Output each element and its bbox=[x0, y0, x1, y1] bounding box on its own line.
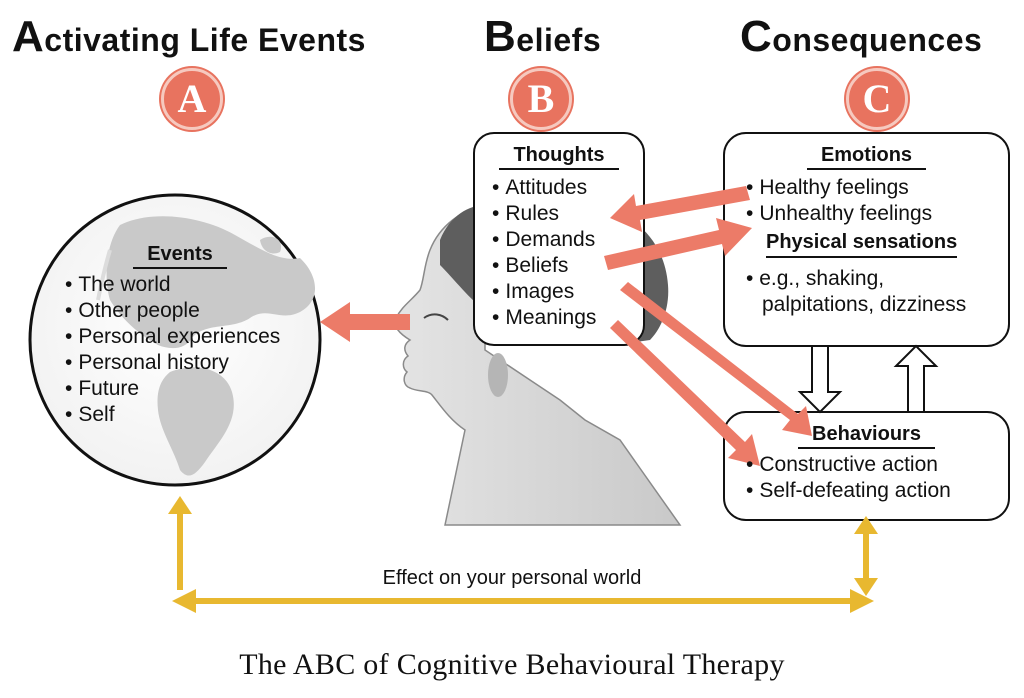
hollow-arrow-down bbox=[797, 345, 843, 414]
thoughts-title: Thoughts bbox=[476, 144, 642, 170]
letter-a-badge: A bbox=[161, 68, 223, 130]
behaviours-item: Self-defeating action bbox=[746, 478, 1007, 504]
thoughts-item: Images bbox=[492, 279, 642, 305]
thoughts-item: Meanings bbox=[492, 305, 642, 331]
thoughts-item: Attitudes bbox=[492, 175, 642, 201]
hollow-arrow-up bbox=[893, 344, 939, 413]
behaviours-item: Constructive action bbox=[746, 452, 1007, 478]
events-item: Personal experiences bbox=[65, 324, 320, 350]
events-panel: Events The world Other people Personal e… bbox=[40, 243, 320, 428]
emotions-list: Healthy feelings Unhealthy feelings bbox=[746, 175, 1007, 227]
thoughts-item: Demands bbox=[492, 227, 642, 253]
physical-sensations-title: Physical sensations bbox=[766, 231, 1007, 258]
emotions-title: Emotions bbox=[726, 144, 1007, 170]
belief-arrows bbox=[320, 186, 812, 466]
physical-sensations-text: • e.g., shaking, palpitations, dizziness bbox=[746, 267, 967, 316]
thoughts-item: Beliefs bbox=[492, 253, 642, 279]
emotions-item: Healthy feelings bbox=[746, 175, 1007, 201]
thoughts-box: Thoughts Attitudes Rules Demands Beliefs… bbox=[476, 134, 642, 331]
header-beliefs: Beliefs bbox=[484, 12, 602, 61]
header-activating-events: Activating Life Events bbox=[12, 12, 366, 61]
letter-c-badge: C bbox=[846, 68, 908, 130]
thoughts-item: Rules bbox=[492, 201, 642, 227]
events-item: Personal history bbox=[65, 350, 320, 376]
events-item: The world bbox=[65, 272, 320, 298]
behaviours-title: Behaviours bbox=[726, 423, 1007, 449]
events-item: Other people bbox=[65, 298, 320, 324]
letter-b-badge: B bbox=[510, 68, 572, 130]
events-list: The world Other people Personal experien… bbox=[65, 272, 320, 428]
effect-arrows bbox=[168, 496, 878, 613]
emotions-item: Unhealthy feelings bbox=[746, 201, 1007, 227]
emotions-box: Emotions Healthy feelings Unhealthy feel… bbox=[726, 134, 1007, 318]
behaviours-box: Behaviours Constructive action Self-defe… bbox=[726, 413, 1007, 504]
diagram-caption: The ABC of Cognitive Behavioural Therapy bbox=[239, 648, 785, 681]
effect-label: Effect on your personal world bbox=[382, 567, 642, 589]
events-item: Future bbox=[65, 376, 320, 402]
header-consequences: Consequences bbox=[740, 12, 983, 61]
events-item: Self bbox=[65, 402, 320, 428]
thoughts-list: Attitudes Rules Demands Beliefs Images M… bbox=[492, 175, 642, 331]
events-title: Events bbox=[40, 243, 320, 269]
behaviours-list: Constructive action Self-defeating actio… bbox=[746, 452, 1007, 504]
